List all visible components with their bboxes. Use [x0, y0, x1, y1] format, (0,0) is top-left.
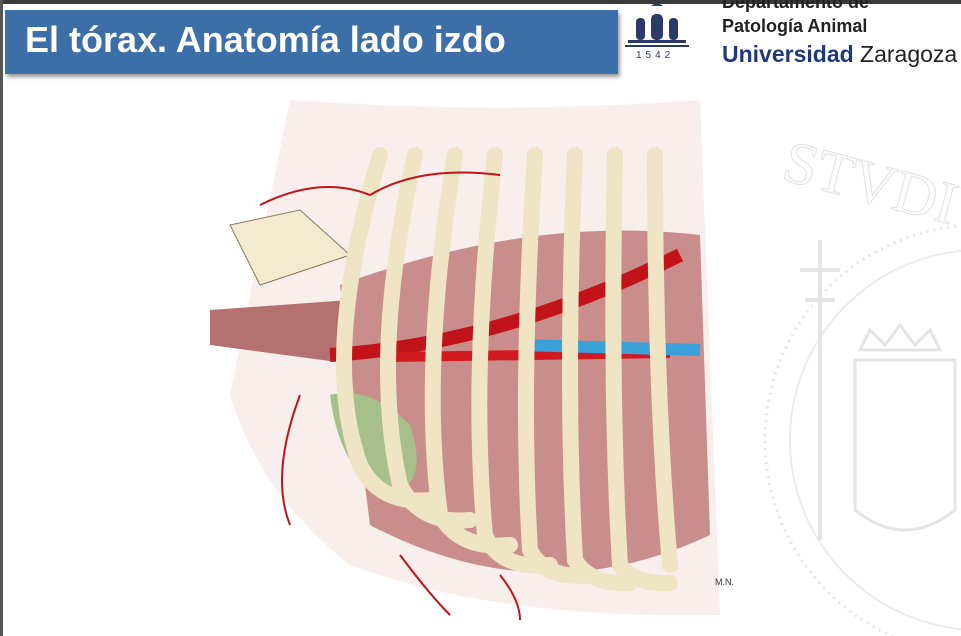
logo-year: 1542	[636, 50, 675, 61]
university-city: Zaragoza	[860, 41, 958, 67]
illustrator-signature: M.N.	[715, 577, 734, 587]
university-name: Universidad Zaragoza	[722, 41, 957, 68]
seal-text: STVDIV	[777, 128, 961, 249]
window-top-bar	[0, 0, 961, 4]
slide-title: El tórax. Anatomía lado izdo	[5, 10, 618, 74]
department-line-1: Departamento de	[722, 0, 870, 12]
university-logo-icon	[625, 2, 689, 47]
university-bold: Universidad	[722, 41, 854, 67]
department-line-2: Patología Animal	[722, 16, 868, 36]
thorax-anatomy-illustration: M.N.	[210, 100, 734, 621]
window-left-edge	[0, 0, 3, 636]
university-seal-watermark: STVDIV	[763, 127, 961, 636]
